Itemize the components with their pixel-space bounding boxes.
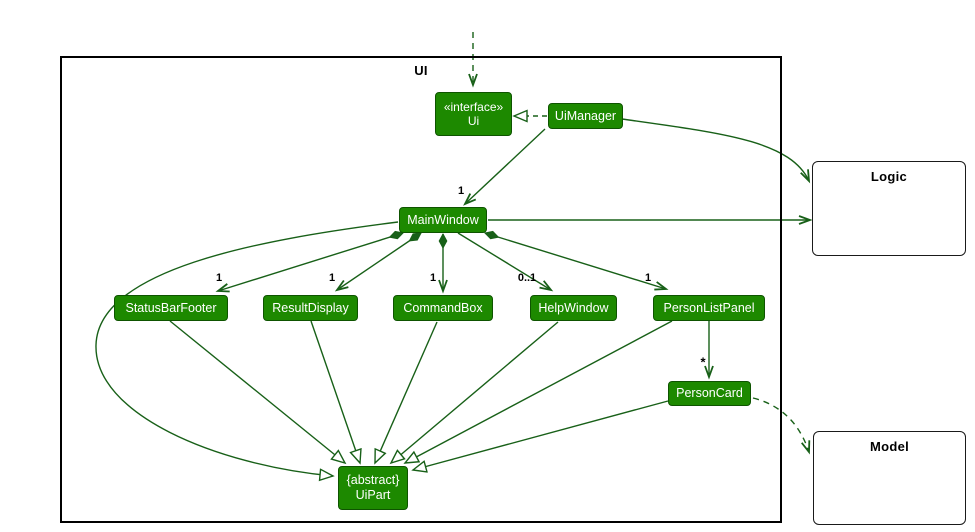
uimanager-name: UiManager: [554, 108, 617, 123]
helpwindow-name: HelpWindow: [538, 300, 609, 315]
class-resultdisplay: ResultDisplay: [263, 295, 358, 321]
uipart-modifier: {abstract}: [346, 473, 400, 487]
class-statusbarfooter: StatusBarFooter: [114, 295, 228, 321]
personcard-name: PersonCard: [676, 386, 743, 400]
mainwindow-to-personlistpanel-edge: [485, 233, 666, 289]
personlistpanel-name: PersonListPanel: [663, 300, 755, 315]
class-commandbox: CommandBox: [393, 295, 493, 321]
ui-interface-name: Ui: [467, 114, 480, 128]
class-mainwindow: MainWindow: [399, 207, 487, 233]
model-component-label: Model: [869, 439, 910, 454]
resultdisplay-name: ResultDisplay: [272, 300, 349, 315]
ui-interface-stereotype: «interface»: [443, 99, 504, 114]
class-ui-interface: «interface» Ui: [435, 92, 512, 136]
uimanager-to-mainwindow-edge: [463, 128, 546, 206]
resultdisplay-to-uipart-edge: [310, 320, 360, 463]
statusbarfooter-name: StatusBarFooter: [125, 300, 217, 315]
logic-component-label: Logic: [870, 169, 908, 184]
personlistpanel-to-uipart-edge: [405, 320, 673, 463]
mainwindow-to-resultdisplay-edge: [337, 233, 421, 290]
multiplicity-mainwindow-helpwindow: 0..1: [517, 272, 537, 284]
commandbox-name: CommandBox: [403, 300, 483, 315]
uipart-name: UiPart: [355, 488, 391, 502]
logic-component-box: Logic: [812, 161, 966, 256]
multiplicity-mainwindow-resultdisplay: 1: [328, 272, 336, 284]
ui-package-frame: UI: [60, 56, 782, 523]
personcard-to-uipart-edge: [413, 400, 669, 470]
class-uipart: {abstract} UiPart: [338, 466, 408, 510]
class-personlistpanel: PersonListPanel: [653, 295, 765, 321]
multiplicity-personlistpanel-personcard: *: [700, 354, 706, 370]
model-component-box: Model: [813, 431, 966, 525]
multiplicity-mainwindow-commandbox: 1: [429, 272, 437, 284]
commandbox-to-uipart-edge: [375, 321, 438, 463]
ui-package-label: UI: [414, 63, 428, 78]
mainwindow-name: MainWindow: [407, 212, 479, 227]
multiplicity-uimanager-mainwindow: 1: [457, 185, 465, 197]
statusbarfooter-to-uipart-edge: [169, 320, 345, 463]
helpwindow-to-uipart-edge: [391, 321, 559, 463]
multiplicity-mainwindow-personlistpanel: 1: [644, 272, 652, 284]
mainwindow-to-uipart-edge: [95, 221, 399, 476]
class-uimanager: UiManager: [548, 103, 623, 129]
uimanager-to-logic-edge: [621, 118, 811, 184]
class-helpwindow: HelpWindow: [530, 295, 617, 321]
multiplicity-mainwindow-statusbarfooter: 1: [215, 272, 223, 284]
class-personcard: PersonCard: [668, 381, 751, 406]
